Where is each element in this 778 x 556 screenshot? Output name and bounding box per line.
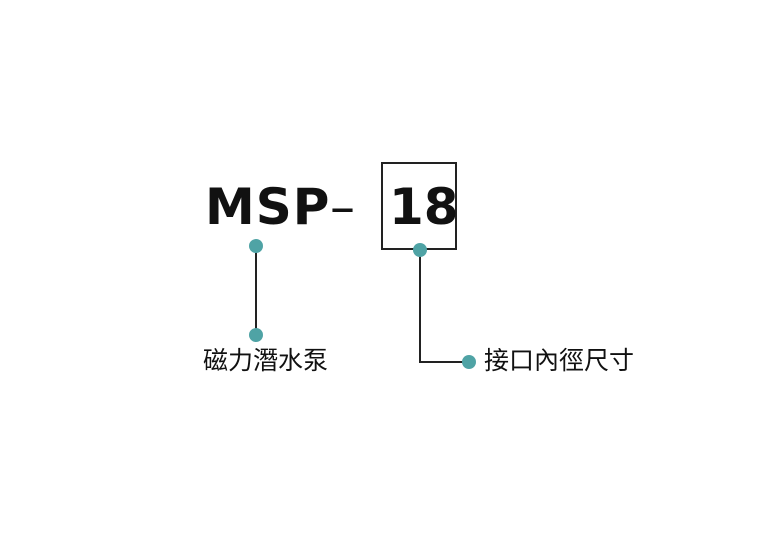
size-end-dot xyxy=(462,355,476,369)
size-connector-line xyxy=(419,250,469,363)
size-meaning-label: 接口內徑尺寸 xyxy=(484,346,635,375)
model-separator: – xyxy=(330,178,355,236)
model-prefix: MSP xyxy=(205,178,331,236)
size-top-dot xyxy=(413,243,427,257)
prefix-top-dot xyxy=(249,239,263,253)
prefix-meaning-label: 磁力潛水泵 xyxy=(203,346,329,375)
model-size-code: 18 xyxy=(389,178,459,236)
prefix-bottom-dot xyxy=(249,328,263,342)
